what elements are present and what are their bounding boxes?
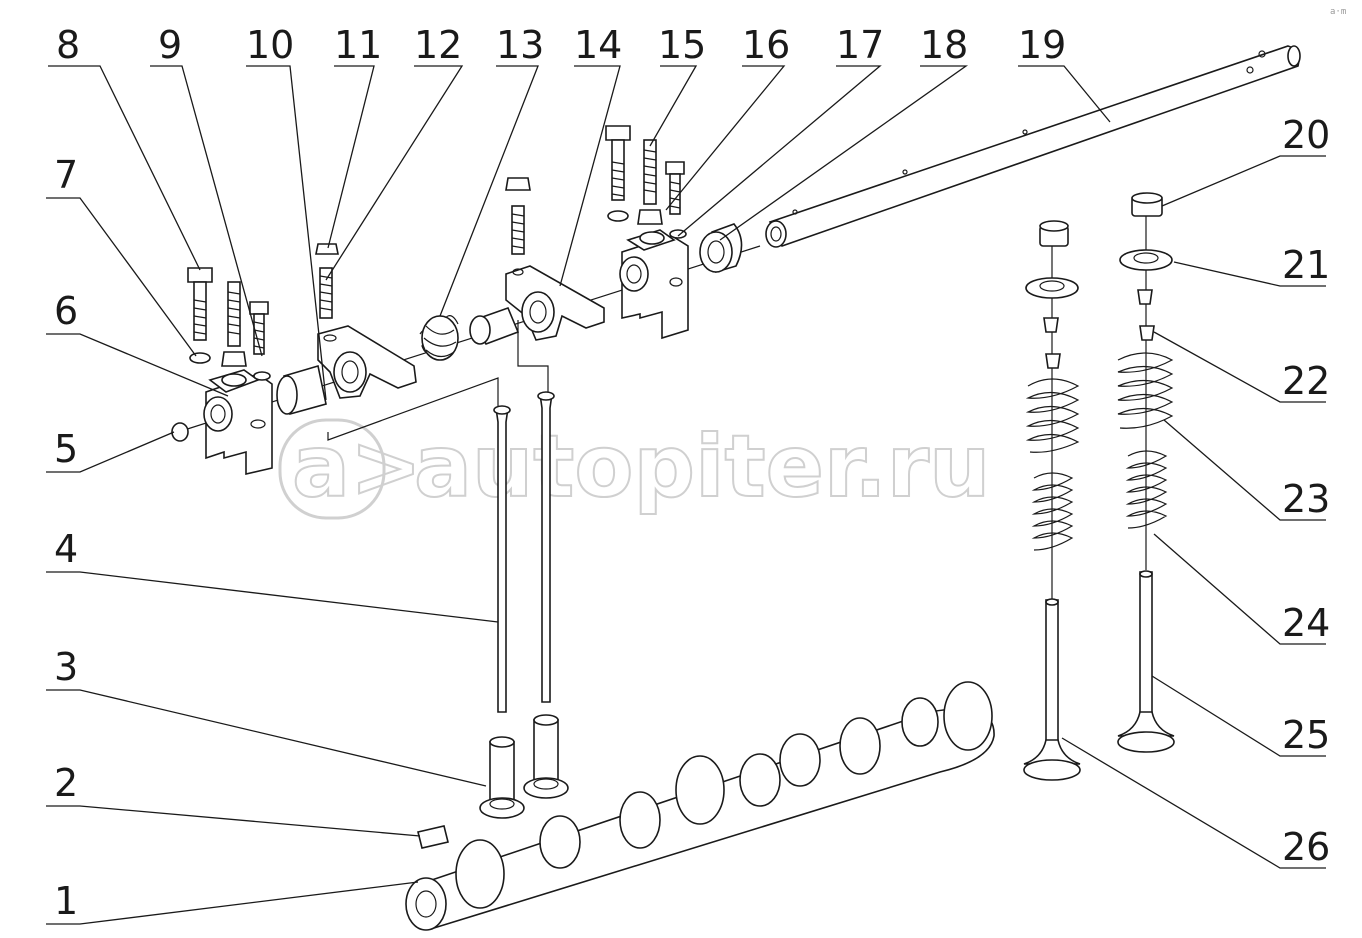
callout-20: 20 xyxy=(1282,113,1330,157)
watermark-text: autopiter.ru xyxy=(414,417,990,517)
rocker-bracket-left xyxy=(203,369,273,476)
callout-9: 9 xyxy=(158,23,182,67)
bushing-right xyxy=(469,306,520,346)
plug xyxy=(171,422,189,442)
bolt-right xyxy=(605,125,631,222)
watermark-logo-glyph: a> xyxy=(292,417,422,517)
callout-22: 22 xyxy=(1282,359,1330,403)
callout-4: 4 xyxy=(54,527,78,571)
push-rod-right xyxy=(537,391,555,703)
valve-assembly-right xyxy=(1117,192,1175,753)
callout-14: 14 xyxy=(574,23,622,67)
callout-1: 1 xyxy=(54,879,78,923)
callout-13: 13 xyxy=(496,23,544,67)
callout-12: 12 xyxy=(414,23,462,67)
callout-6: 6 xyxy=(54,289,78,333)
woodruff-key xyxy=(417,825,449,849)
adjusting-screw-rocker-left xyxy=(315,243,339,319)
callout-26: 26 xyxy=(1282,825,1330,869)
adjusting-screw-left xyxy=(221,281,247,387)
callout-2: 2 xyxy=(54,761,78,805)
corner-mark: a·m xyxy=(1330,7,1346,17)
callout-3: 3 xyxy=(54,645,78,689)
callout-23: 23 xyxy=(1282,477,1330,521)
rocker-arm-left xyxy=(317,325,417,399)
valve-assembly-left xyxy=(1023,220,1081,781)
callout-8: 8 xyxy=(56,23,80,67)
callout-10: 10 xyxy=(246,23,294,67)
callout-labels: 1 2 3 4 5 6 7 8 9 10 11 12 13 14 15 16 1… xyxy=(54,23,1330,923)
spacer-ring xyxy=(699,223,743,274)
adjusting-screw-rocker-right xyxy=(505,177,531,255)
bolt-right-small xyxy=(665,161,687,239)
tappet-right xyxy=(523,714,569,799)
watermark: a> autopiter.ru xyxy=(278,416,991,520)
watermark-logo-box xyxy=(278,418,386,520)
camshaft xyxy=(405,681,995,931)
rocker-shaft xyxy=(765,45,1301,248)
callout-7: 7 xyxy=(54,153,78,197)
rocker-arm-right xyxy=(505,265,605,341)
bolt-left-small xyxy=(249,301,271,381)
push-rod-left xyxy=(493,405,511,713)
tappet-left xyxy=(479,736,525,819)
callout-25: 25 xyxy=(1282,713,1330,757)
callout-16: 16 xyxy=(742,23,790,67)
callout-19: 19 xyxy=(1018,23,1066,67)
callout-15: 15 xyxy=(658,23,706,67)
callout-18: 18 xyxy=(920,23,968,67)
spring-shaft xyxy=(419,315,459,361)
bolt-left xyxy=(187,267,213,364)
bushing-left xyxy=(276,364,327,416)
rocker-bracket-right xyxy=(619,229,689,340)
callout-17: 17 xyxy=(836,23,884,67)
callout-21: 21 xyxy=(1282,243,1330,287)
adjusting-screw-right xyxy=(637,139,665,245)
callout-24: 24 xyxy=(1282,601,1330,645)
callout-11: 11 xyxy=(334,23,382,67)
callout-5: 5 xyxy=(54,427,78,471)
leader-lines xyxy=(46,65,1326,925)
